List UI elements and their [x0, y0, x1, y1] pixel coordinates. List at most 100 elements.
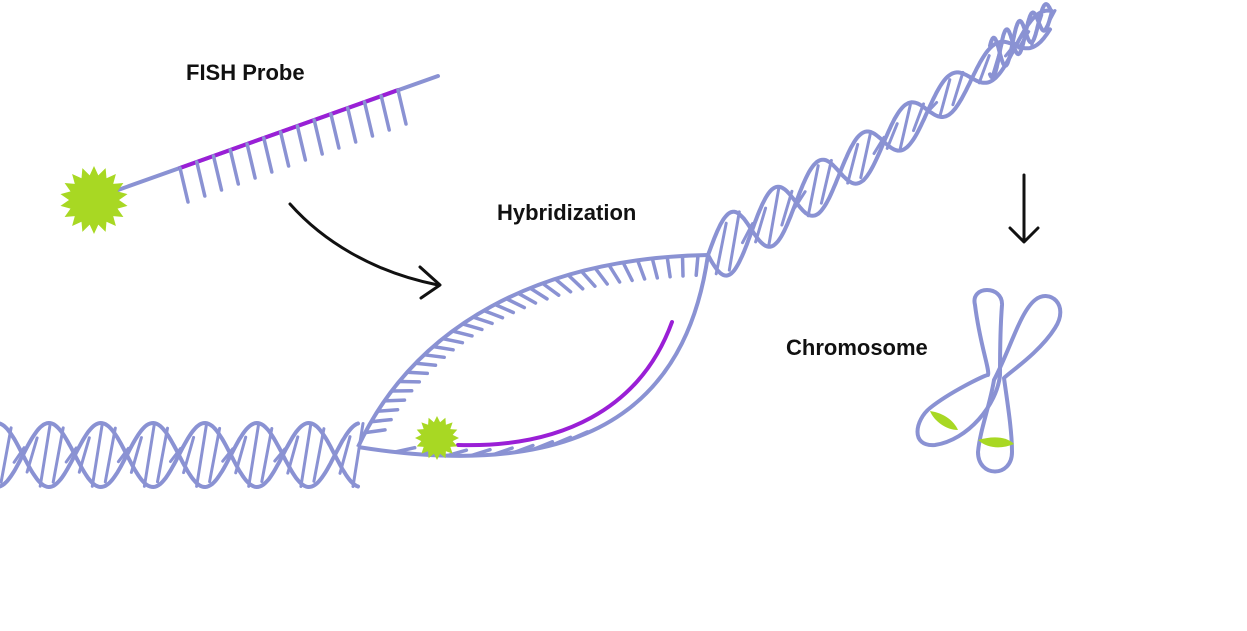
helix-base-rung: [247, 422, 261, 488]
bubble-lower-strand: [357, 254, 710, 458]
bubble-base-rung: [504, 296, 527, 310]
helix-base-rung: [129, 436, 143, 474]
helix-strand: [706, 8, 1052, 278]
dna-double-helix: [0, 2, 1057, 490]
bubble-base-rung: [471, 315, 494, 326]
helix-base-rung: [286, 435, 300, 475]
helix-base-rung: [260, 427, 274, 483]
bubble-base-rung: [422, 353, 446, 360]
probe-base-rung: [245, 142, 257, 180]
helix-base-rung: [116, 446, 130, 464]
bubble-base-rung: [482, 308, 505, 320]
fish-probe: [60, 74, 440, 234]
bubble-base-rung: [405, 370, 430, 376]
label-fish-probe: FISH Probe: [186, 60, 305, 85]
bubble-base-rung: [650, 256, 660, 280]
helix-base-rung: [234, 435, 248, 475]
probe-base-rung: [211, 154, 224, 192]
helix-base-rung: [741, 222, 754, 245]
helix-strand: [706, 27, 1052, 257]
helix-base-rung: [169, 447, 182, 463]
helix-base-rung: [754, 206, 768, 244]
helix-base-rung: [299, 422, 313, 488]
bubble-base-rung: [579, 269, 597, 288]
helix-base-rung: [925, 101, 939, 115]
helix-strand: [988, 2, 1054, 68]
probe-base-rung: [262, 136, 274, 174]
helix-base-rung: [12, 446, 26, 464]
helix-base-rung: [938, 78, 952, 119]
helix-base-rung: [780, 189, 794, 227]
helix-rungs: [0, 422, 365, 488]
probe-purple-strand: [178, 88, 400, 170]
helix-base-rung: [351, 422, 365, 488]
bubble-base-rung: [493, 302, 516, 315]
bubble-base-rung: [655, 379, 679, 388]
bubble-base-rung: [607, 263, 622, 284]
down-arrow: [1008, 173, 1040, 244]
helix-base-rung: [885, 122, 899, 150]
helix-base-rung: [714, 221, 728, 276]
helix-base-rung: [819, 158, 833, 205]
bubble-base-rung: [431, 344, 455, 352]
fluorophore-star-free: [60, 166, 128, 234]
helix-base-rung: [77, 436, 91, 474]
chromosome-signal-1: [930, 411, 958, 430]
helix-base-rung: [90, 422, 104, 488]
helix-base-rung: [806, 164, 820, 218]
label-chromosome: Chromosome: [786, 335, 928, 360]
helix-base-rung: [951, 70, 965, 107]
bubble-base-rung: [663, 368, 683, 386]
bubble-base-rung: [621, 260, 634, 283]
helix-base-rung: [767, 186, 781, 247]
probe-base-rung: [178, 166, 190, 204]
helix-base-rung: [195, 422, 209, 488]
bubble-base-rung: [680, 255, 685, 278]
bubble-base-rung: [369, 417, 393, 424]
helix-base-rung: [872, 135, 886, 155]
probe-base-rung: [329, 112, 341, 150]
helix-base-rung: [103, 426, 117, 484]
probe-base-rung: [295, 124, 308, 162]
helix-base-rung: [0, 426, 13, 484]
helix-base-rung: [727, 210, 741, 272]
chromatid-2: [976, 294, 1063, 474]
helix-base-rung: [38, 422, 52, 488]
bubble-base-rung: [375, 407, 400, 413]
helix-base-rung: [338, 435, 352, 475]
bubble-upper-strand: [356, 253, 709, 448]
bubble-base-rung: [460, 322, 484, 332]
helix-base-rung: [221, 447, 235, 463]
helix-base-rung: [273, 447, 287, 463]
hybridization-arrow: [288, 202, 442, 300]
bubble-base-rung: [593, 266, 609, 286]
helix-base-rung: [898, 103, 912, 150]
probe-base-rung: [228, 148, 241, 186]
helix-base-rung: [312, 427, 326, 483]
helix-base-rung: [64, 446, 78, 464]
helix-strand: [0, 420, 360, 490]
helix-base-rung: [846, 142, 860, 185]
label-hybridization: Hybridization: [497, 200, 637, 225]
bubble-base-rung: [528, 286, 549, 301]
helix-base-rung: [977, 54, 991, 85]
helix-base-rung: [859, 130, 873, 180]
helix-base-rung: [912, 102, 925, 133]
helix-base-rung: [182, 435, 196, 475]
probe-base-rung: [362, 100, 375, 138]
helix-base-rung: [25, 436, 39, 474]
chromatid-1: [915, 288, 1005, 448]
fluorophore-star-bound: [415, 416, 459, 460]
chromosome-icon: [915, 288, 1063, 474]
probe-base-rung: [396, 88, 408, 126]
chromosome-signal-2: [978, 437, 1014, 448]
bubble-base-rung: [363, 428, 387, 435]
probe-base-rung: [195, 160, 207, 198]
bubble-base-rung: [665, 255, 672, 279]
helix-base-rung: [793, 190, 807, 209]
probe-base-rung: [278, 130, 291, 168]
bubble-base-rung: [671, 357, 684, 379]
bubble-base-rung: [553, 277, 573, 294]
helix-base-rung: [51, 426, 65, 484]
